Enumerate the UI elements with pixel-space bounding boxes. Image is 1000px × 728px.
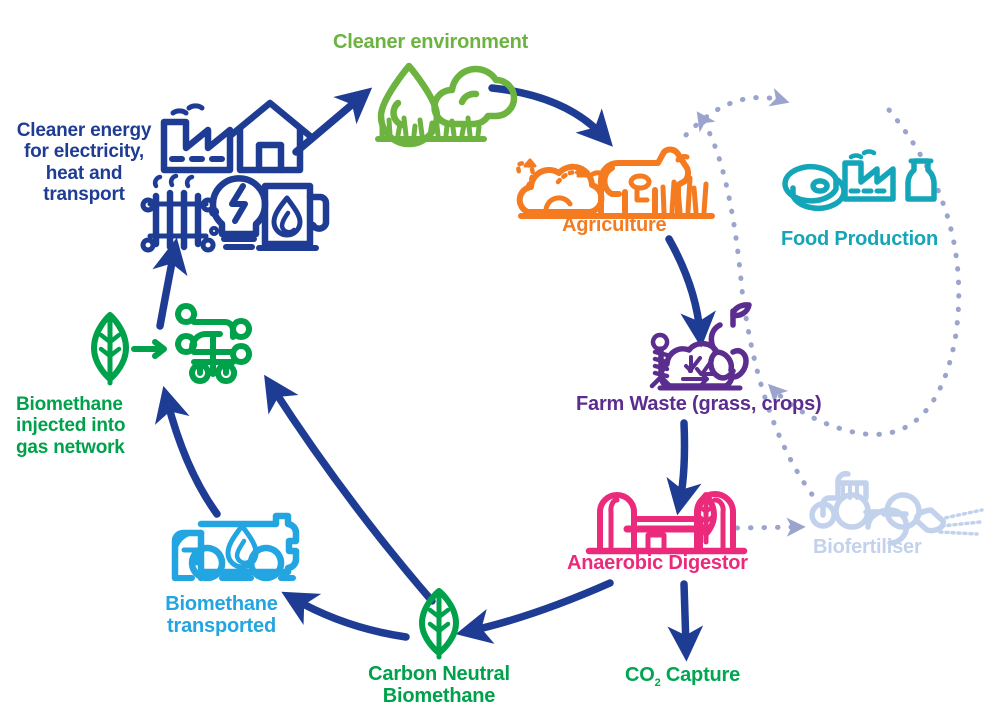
- label-agriculture: Agriculture: [562, 214, 667, 236]
- milk-bottle-icon: [905, 158, 937, 202]
- biomethane-truck-icon-group: [171, 512, 300, 582]
- leaf-icon: [419, 588, 459, 656]
- connector-biofertiliser-to-agriculture: [696, 111, 823, 508]
- grass-icon: [375, 114, 487, 142]
- label-cleaner-energy-line-4: transport: [43, 183, 125, 205]
- label-food-production: Food Production: [781, 228, 938, 250]
- label-cleaner-energy-line-2: for electricity,: [24, 141, 144, 163]
- label-farm-waste: Farm Waste (grass, crops): [576, 393, 822, 415]
- digester-tank-left-edge-icon: [608, 497, 620, 550]
- label-gas-network-line-1: Biomethane: [16, 394, 123, 415]
- leaf-icon: [695, 492, 717, 545]
- food-production-icon-group: [782, 149, 937, 211]
- anaerobic-digestor-icon-group: [585, 491, 748, 555]
- label-cleaner-energy-line-1: Cleaner energy: [16, 120, 152, 141]
- connector-agriculture-to-farmwaste: [665, 235, 716, 348]
- connector-digestor-to-co2: [667, 580, 704, 662]
- leaf-vein-icon: [98, 332, 122, 359]
- bush-leaf-tip-icon: [523, 158, 537, 168]
- carbon-neutral-leaf-icon-group: [419, 588, 459, 660]
- cloud-icon: [431, 65, 518, 128]
- label-biomethane-gas-network: Biomethane injected into gas network: [16, 394, 125, 458]
- leaf-vein-icon: [427, 607, 451, 634]
- connector-environment-to-agriculture: [488, 84, 613, 147]
- label-cleaner-energy: Cleaner energy for electricity, heat and…: [8, 120, 160, 205]
- waste-pile-recycle-icon: [657, 340, 743, 391]
- label-anaerobic-digestor: Anaerobic Digestor: [567, 552, 748, 574]
- label-carbon-neutral-line-2: Biomethane: [382, 685, 496, 708]
- connector-digestor-to-biofertiliser: [734, 517, 806, 537]
- farm-waste-icon-group: [649, 302, 752, 391]
- label-gas-network-line-3: gas network: [16, 436, 125, 458]
- connector-farmwaste-to-digestor: [666, 419, 702, 516]
- label-biofertiliser: Biofertiliser: [813, 536, 922, 558]
- label-carbon-neutral-biomethane: Carbon Neutral Biomethane: [346, 663, 532, 708]
- house-icon: [226, 99, 314, 174]
- cleaner-environment-icon-group: [375, 62, 518, 148]
- digester-tank-left-icon: [597, 492, 637, 550]
- connector-energy-to-environment: [292, 87, 373, 156]
- agriculture-icon-group: [516, 146, 715, 219]
- factory-icon: [842, 149, 896, 202]
- label-co2-capture-post: Capture: [660, 664, 741, 686]
- label-biomethane-transported-line-1: Biomethane: [165, 593, 278, 615]
- lightbulb-icon: [209, 175, 269, 250]
- digester-building-icon: [631, 516, 703, 550]
- grass-icon: [660, 175, 709, 215]
- connector-foodproduction-to-farmwaste: [768, 107, 962, 437]
- label-cleaner-environment: Cleaner environment: [333, 31, 529, 53]
- connector-carbonneutral-to-gasnetwork: [264, 374, 436, 605]
- digester-tank-right-edge-icon: [712, 497, 726, 550]
- gas-tanker-truck-icon: [171, 512, 300, 582]
- label-co2-capture: CO2 Capture: [625, 664, 740, 689]
- meat-steak-icon: [782, 164, 847, 211]
- label-biomethane-transported: Biomethane transported: [145, 593, 298, 638]
- cow-icon: [590, 146, 691, 215]
- fuel-pump-icon: [256, 182, 330, 251]
- leaf-icon: [91, 312, 129, 382]
- label-biomethane-transported-line-2: transported: [167, 615, 276, 638]
- cleaner-energy-icon-group: [140, 99, 330, 253]
- cloud-shine-icon: [458, 90, 480, 106]
- label-co2-capture-subscript: 2: [654, 677, 661, 689]
- arrow-right-icon: [131, 339, 167, 359]
- digester-door-icon: [645, 532, 667, 550]
- label-gas-network-line-2: injected into: [16, 415, 126, 437]
- connector-gasnetwork-to-energy: [152, 237, 188, 330]
- connector-transport-to-gasnetwork: [154, 385, 221, 518]
- label-carbon-neutral-line-1: Carbon Neutral: [368, 663, 510, 685]
- factory-icon: [160, 103, 234, 174]
- connector-digestor-to-carbonneutral: [455, 579, 614, 644]
- tractor-tanker-spreader-icon: [809, 470, 984, 546]
- connector-agriculture-to-foodproduction: [683, 88, 790, 138]
- gas-network-nodes-icon: [175, 303, 252, 384]
- bush-leaf-tip2-icon: [576, 168, 590, 178]
- gas-network-icon-group: [91, 303, 252, 386]
- label-co2-capture-pre: CO: [625, 664, 655, 686]
- label-cleaner-energy-line-3: heat and: [45, 162, 123, 184]
- bush-inner-icon: [543, 195, 573, 215]
- biofertiliser-icon-group: [809, 470, 984, 546]
- connector-carbonneutral-to-transport: [281, 591, 410, 641]
